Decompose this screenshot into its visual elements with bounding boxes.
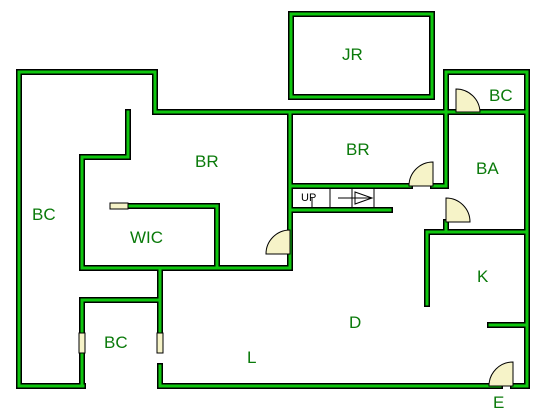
door-br-center — [265, 229, 291, 255]
door-entry — [488, 361, 514, 387]
room-label-bc-top: BC — [489, 86, 513, 105]
wall-outline-segment — [510, 322, 530, 389]
doors — [265, 88, 514, 387]
door-bc-top — [455, 88, 481, 113]
wall-segment-7 — [80, 110, 292, 270]
wall-segment-10 — [126, 204, 219, 270]
room-label-br-right: BR — [346, 140, 370, 159]
walls-fill — [17, 12, 529, 388]
wall-segment-1 — [17, 70, 292, 114]
room-label-e: E — [493, 393, 504, 412]
door-ba — [445, 197, 471, 223]
stairs: UP — [301, 188, 375, 208]
wall-segment-4 — [511, 323, 529, 388]
room-label-jr: JR — [342, 45, 363, 64]
room-label-bc-left: BC — [32, 205, 56, 224]
wall-outline-segment — [430, 109, 449, 189]
wall-segment-17 — [80, 266, 162, 335]
windows — [78, 202, 164, 354]
wall-segment-13 — [431, 110, 448, 188]
room-label-d: D — [349, 313, 361, 332]
room-label-k: K — [477, 267, 489, 286]
room-label-l: L — [247, 348, 256, 367]
walls — [16, 11, 530, 389]
wall-segment-0 — [289, 12, 434, 99]
room-label-br-center: BR — [195, 152, 219, 171]
window-wic — [109, 202, 129, 210]
wall-outline-segment — [16, 69, 86, 389]
wall-outline-segment — [79, 109, 293, 271]
window-bc-left — [78, 332, 86, 354]
room-label-wic: WIC — [130, 228, 163, 247]
room-label-bc-bottom: BC — [104, 333, 128, 352]
room-label-ba: BA — [476, 159, 499, 178]
door-br-right — [408, 161, 434, 187]
window-bc-right — [156, 332, 164, 354]
room-labels: JR BC BR BR BA BC WIC K D BC L E — [32, 45, 513, 412]
wall-segment-2 — [17, 70, 85, 388]
stairs-up-label: UP — [301, 192, 316, 204]
